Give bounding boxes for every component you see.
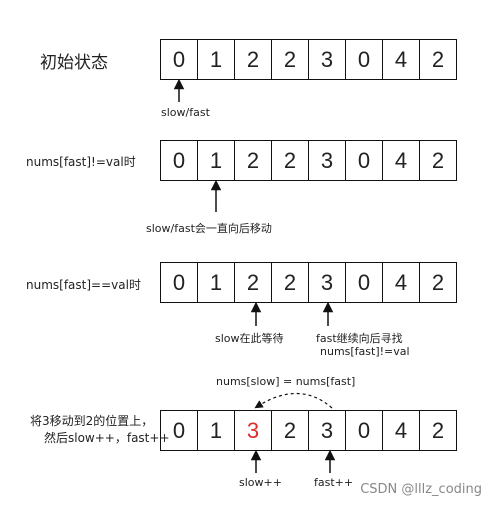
array-cell: 2 (419, 40, 456, 79)
array-cell: 2 (419, 411, 456, 450)
array-cell: 4 (382, 263, 419, 302)
array-row-4: 0 1 3 2 3 0 4 2 (160, 410, 457, 451)
array-cell: 2 (271, 263, 308, 302)
array-cell: 3 (308, 263, 345, 302)
array-cell: 4 (382, 411, 419, 450)
array-cell: 0 (345, 141, 382, 180)
array-cell: 0 (345, 40, 382, 79)
stage-2-label: nums[fast]!=val时 (26, 155, 136, 169)
array-cell: 0 (172, 147, 186, 173)
array-cell: 2 (271, 411, 308, 450)
array-row-2: 0 1 2 2 3 0 4 2 (160, 140, 457, 181)
pointer-label-slow-fast-moving: slow/fast会一直向后移动 (146, 222, 272, 235)
array-cell: 3 (308, 411, 345, 450)
array-cell: 0 (172, 269, 186, 295)
array-cell: 0 (172, 417, 186, 443)
copy-arc-arrow (254, 392, 333, 409)
pointer-label-fast-search: fast继续向后寻找 (316, 332, 403, 345)
array-cell: 1 (197, 263, 234, 302)
copy-operation-label: nums[slow] = nums[fast] (216, 375, 356, 388)
stage-4-label-line-1: 将3移动到2的位置上， (30, 414, 154, 428)
array-cell: 2 (271, 141, 308, 180)
array-cell: 4 (382, 40, 419, 79)
array-cell: 0 (345, 263, 382, 302)
array-cell: 0 (345, 411, 382, 450)
array-cell: 1 (197, 411, 234, 450)
watermark: CSDN @lllz_coding (360, 482, 482, 497)
stage-3-label: nums[fast]==val时 (26, 278, 141, 292)
array-cell: 2 (419, 141, 456, 180)
array-cell: 2 (234, 141, 271, 180)
array-cell-highlighted: 3 (234, 411, 271, 450)
array-cell: 0 (172, 46, 186, 72)
pointer-label-slow-fast: slow/fast (161, 106, 210, 119)
pointer-label-fast-condition: nums[fast]!=val (320, 345, 410, 358)
array-cell: 2 (271, 40, 308, 79)
stage-4-label-line-2: 然后slow++，fast++ (44, 431, 170, 445)
pointer-label-slow-wait: slow在此等待 (215, 332, 284, 345)
array-cell: 4 (382, 141, 419, 180)
pointer-label-slow-increment: slow++ (239, 476, 282, 489)
array-cell: 3 (308, 40, 345, 79)
pointer-label-fast-increment: fast++ (314, 476, 354, 489)
array-cell: 1 (197, 141, 234, 180)
array-cell: 3 (308, 141, 345, 180)
array-cell: 2 (419, 263, 456, 302)
array-cell: 2 (234, 40, 271, 79)
stage-1-label: 初始状态 (40, 53, 108, 73)
array-cell: 1 (197, 40, 234, 79)
array-row-3: 0 1 2 2 3 0 4 2 (160, 262, 457, 303)
array-row-1: 0 1 2 2 3 0 4 2 (160, 39, 457, 80)
array-cell: 2 (234, 263, 271, 302)
